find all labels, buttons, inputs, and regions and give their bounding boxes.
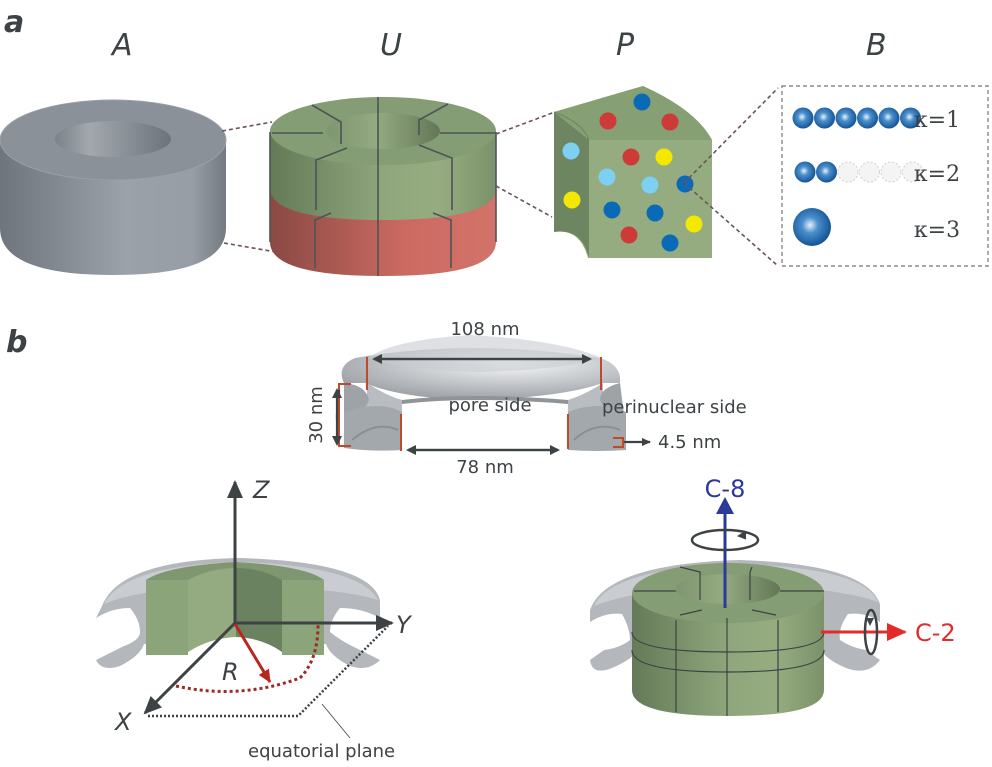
ghost-bead — [837, 161, 859, 183]
particle-blue — [661, 234, 679, 252]
ghost-bead — [880, 161, 902, 183]
particle-red — [599, 112, 617, 130]
dimension-marks — [338, 357, 624, 451]
pore-side-label: pore side — [448, 395, 531, 416]
top-width-label: 108 nm — [450, 319, 519, 340]
bead — [814, 107, 835, 129]
height-label: 30 nm — [306, 386, 327, 444]
symmetry-axes — [690, 497, 907, 656]
x-axis-label: X — [113, 708, 132, 736]
green-core-cutaway — [146, 562, 324, 660]
particle-blue — [603, 201, 621, 219]
particle-yellow — [563, 191, 581, 209]
bead — [900, 107, 921, 129]
particle-layer — [562, 93, 703, 252]
connector-a-u — [221, 121, 277, 253]
bead — [835, 107, 857, 129]
perinuclear-side-label: perinuclear side — [602, 397, 747, 418]
kappa-3-label: κ=3 — [914, 218, 960, 243]
ghost-bead — [902, 161, 923, 183]
y-axis-label: Y — [396, 611, 413, 639]
c2-axis-label: C-2 — [915, 619, 956, 647]
thickness-label: 4.5 nm — [658, 432, 721, 453]
panel-label-a: a — [4, 5, 24, 40]
connector-p-b — [683, 87, 779, 267]
particle-lightblue — [641, 176, 659, 194]
membrane-pore-profile — [341, 335, 626, 451]
large-bead — [793, 208, 831, 246]
column-label-p: P — [616, 28, 635, 63]
radius-label: R — [222, 658, 239, 686]
bead — [794, 161, 816, 183]
coordinate-axes — [143, 480, 394, 739]
particle-yellow — [655, 148, 673, 166]
connector-u-p — [495, 111, 556, 218]
column-label-u: U — [380, 28, 402, 63]
particle-lightblue — [598, 168, 616, 186]
c8-axis-label: C-8 — [705, 475, 746, 503]
particle-yellow — [685, 215, 703, 233]
particle-red — [622, 148, 640, 166]
particle-blue — [633, 93, 651, 111]
bead — [792, 107, 814, 129]
bead — [816, 161, 837, 183]
particle-red — [620, 226, 638, 244]
ghost-bead — [859, 161, 880, 183]
dimension-arrows — [332, 354, 651, 455]
bead — [878, 107, 900, 129]
kappa-1-label: κ=1 — [914, 108, 960, 133]
bead-legend — [792, 107, 923, 246]
column-label-b: B — [866, 28, 887, 63]
particle-blue — [646, 204, 664, 222]
bead — [857, 107, 878, 129]
kappa-2-label: κ=2 — [914, 162, 960, 187]
gray-ring-a — [0, 99, 227, 275]
particle-red — [661, 113, 679, 131]
particle-lightblue — [562, 142, 580, 160]
equatorial-plane-label: equatorial plane — [248, 741, 395, 762]
bottom-width-label: 78 nm — [456, 457, 514, 478]
segmented-ring-symmetric — [631, 563, 825, 716]
column-label-a: A — [110, 28, 133, 63]
segmented-ring-u — [269, 97, 497, 276]
panel-label-b: b — [6, 325, 27, 360]
z-axis-label: Z — [252, 476, 270, 504]
